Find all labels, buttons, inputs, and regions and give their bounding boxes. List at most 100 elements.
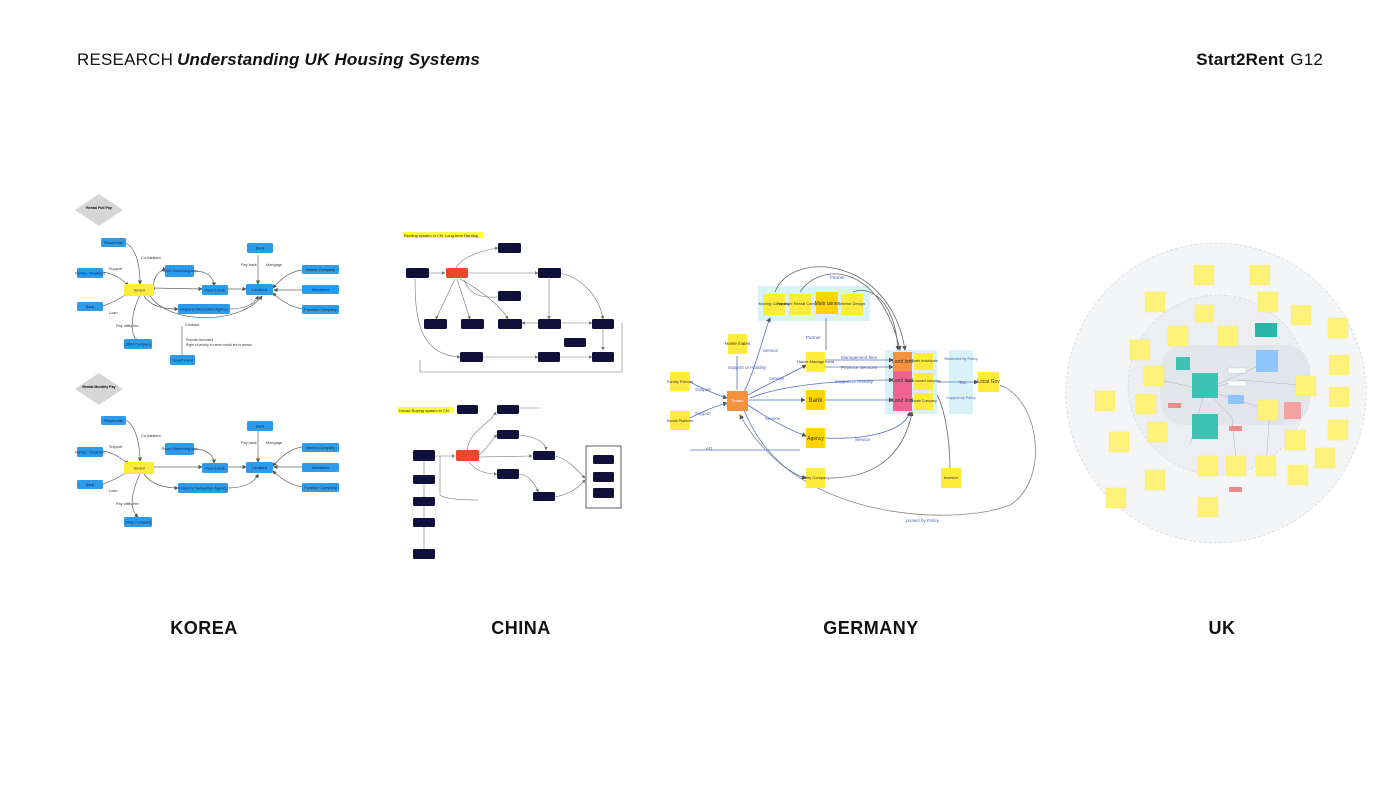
uk-note-5 bbox=[1257, 291, 1279, 313]
de-edge-support-1: Support bbox=[695, 387, 712, 392]
de-node-landlord-1 bbox=[893, 352, 912, 372]
de-node-tenant bbox=[727, 391, 748, 411]
node-utility bbox=[124, 339, 152, 349]
node-landlord bbox=[246, 284, 273, 295]
de-node-landlord-2-label: Land lord bbox=[892, 378, 913, 384]
cn-b-node-10 bbox=[413, 518, 435, 527]
de-edge-province: Province Services bbox=[841, 365, 878, 370]
uk-note-17 bbox=[1257, 399, 1279, 421]
node-family-2-label: Family / Relatives bbox=[75, 451, 105, 455]
de-node-social bbox=[670, 411, 690, 430]
de-node-family bbox=[670, 372, 690, 391]
de-edge-support-or-hostility: Support or Hostility bbox=[728, 365, 767, 370]
uk-note-23 bbox=[1197, 455, 1219, 477]
node-room-app-2-label: Room Searching App bbox=[162, 447, 198, 451]
china-title-bottom: House Buying system in CN bbox=[399, 408, 449, 413]
uk-note-2 bbox=[1249, 264, 1271, 286]
de-node-private-ind bbox=[914, 353, 933, 370]
uk-note-12 bbox=[1143, 365, 1165, 387]
uk-note-21 bbox=[1327, 419, 1349, 441]
uk-note-14 bbox=[1094, 390, 1116, 412]
edge-label-pay-utility-2: Pay utility fee bbox=[116, 502, 139, 506]
de-node-agency bbox=[806, 428, 825, 448]
de-node-landlord-3 bbox=[893, 391, 912, 411]
node-interior-2-label: Interior Company bbox=[306, 446, 335, 450]
node-government bbox=[170, 355, 195, 365]
de-node-house-mgmt bbox=[806, 352, 825, 372]
caption-korea: KOREA bbox=[170, 618, 238, 638]
diamond-label-bottom: Rental Monthly Pay bbox=[82, 385, 115, 389]
uk-note-22 bbox=[1314, 447, 1336, 469]
uk-teal-card-tenant bbox=[1192, 373, 1218, 398]
germany-diagram: Partner Partner Management fees Province… bbox=[667, 266, 1036, 523]
cn-node-2 bbox=[498, 243, 521, 253]
cn-node-1 bbox=[406, 268, 429, 278]
caption-china: CHINA bbox=[491, 618, 551, 638]
de-edge-support-2: Support bbox=[695, 411, 712, 416]
edge-label-mortgage: Mortgage bbox=[266, 263, 282, 267]
edge-label-payback-2: Pay back bbox=[241, 441, 257, 445]
cn-node-tenant bbox=[446, 268, 468, 278]
de-node-private-ind-label: Private Individuals bbox=[909, 359, 938, 363]
node-landlord-label: Landlord bbox=[252, 288, 267, 292]
de-node-maintainer-label: Main tainer bbox=[815, 301, 840, 307]
edge-label-mortgage-2: Mortgage bbox=[266, 441, 282, 445]
cn-b-node-5 bbox=[533, 451, 555, 460]
cn-node-3 bbox=[538, 268, 561, 278]
node-interior bbox=[302, 265, 339, 274]
uk-note-15 bbox=[1328, 386, 1350, 408]
node-tenant-2-label: Tenant bbox=[133, 467, 145, 471]
brand-name: Start2Rent bbox=[1196, 50, 1285, 69]
de-node-interior bbox=[841, 294, 863, 315]
cn-b-node-7 bbox=[533, 492, 555, 501]
uk-teal-card-2 bbox=[1192, 414, 1218, 439]
node-prop-agency-2 bbox=[178, 483, 228, 493]
cn-group-box bbox=[585, 445, 622, 509]
node-government-label: Government bbox=[172, 359, 194, 363]
de-edge-partner-top: Partner bbox=[830, 275, 845, 280]
node-landlord-2 bbox=[246, 462, 273, 473]
edge-label-cohabitant: Co-habitant bbox=[141, 256, 162, 260]
de-node-house-mgmt-label: House Manage ment bbox=[797, 359, 835, 364]
uk-pink-card bbox=[1284, 402, 1301, 419]
de-edge-service-2: Service bbox=[769, 376, 785, 381]
de-edge-protect: protect by Policy bbox=[906, 518, 940, 523]
de-node-state-owned bbox=[914, 373, 933, 390]
de-node-social-label: Social Platform bbox=[667, 418, 695, 423]
caption-uk: UK bbox=[1208, 618, 1236, 638]
cn-b-node-13 bbox=[593, 472, 614, 482]
uk-blue-card-2 bbox=[1228, 395, 1244, 404]
node-prop-agency-label: Property transaction Agency bbox=[180, 308, 228, 312]
uk-note-1 bbox=[1193, 264, 1215, 286]
de-node-private-co bbox=[914, 393, 933, 410]
china-buying-diagram: House Buying system in CN bbox=[398, 405, 622, 559]
cn-b-node-9 bbox=[413, 497, 435, 506]
diamond-label-top: Rental Full Pay bbox=[86, 206, 112, 210]
node-roommate bbox=[101, 238, 126, 247]
cn-b-node-6 bbox=[497, 469, 519, 479]
uk-note-3 bbox=[1144, 291, 1166, 313]
node-furniture-label: Furniture Company bbox=[304, 308, 337, 312]
de-node-bank-label: Bank bbox=[809, 398, 824, 404]
node-roommate-2 bbox=[101, 416, 126, 425]
uk-note-26 bbox=[1144, 469, 1166, 491]
de-node-furniture bbox=[789, 294, 811, 315]
de-edge-service-1: Service bbox=[763, 348, 779, 353]
de-node-support-policy: Support by Policy bbox=[946, 396, 976, 400]
cn-b-node-buyer bbox=[456, 450, 479, 461]
cn-node-11 bbox=[460, 352, 483, 362]
de-node-landlord-1-label: Land lord bbox=[892, 359, 913, 365]
node-tenant bbox=[124, 284, 154, 296]
de-edge-ad: AD bbox=[706, 446, 713, 451]
uk-teal-card-1 bbox=[1255, 323, 1277, 337]
cn-node-6 bbox=[461, 319, 484, 329]
node-interior-label: Interior Company bbox=[306, 268, 335, 272]
uk-note-28 bbox=[1105, 487, 1127, 509]
uk-note-25 bbox=[1255, 455, 1277, 477]
edge-label-payback: Pay back bbox=[241, 263, 257, 267]
de-node-homemates-label: Home mates bbox=[725, 341, 751, 346]
node-real-estate bbox=[202, 285, 228, 295]
